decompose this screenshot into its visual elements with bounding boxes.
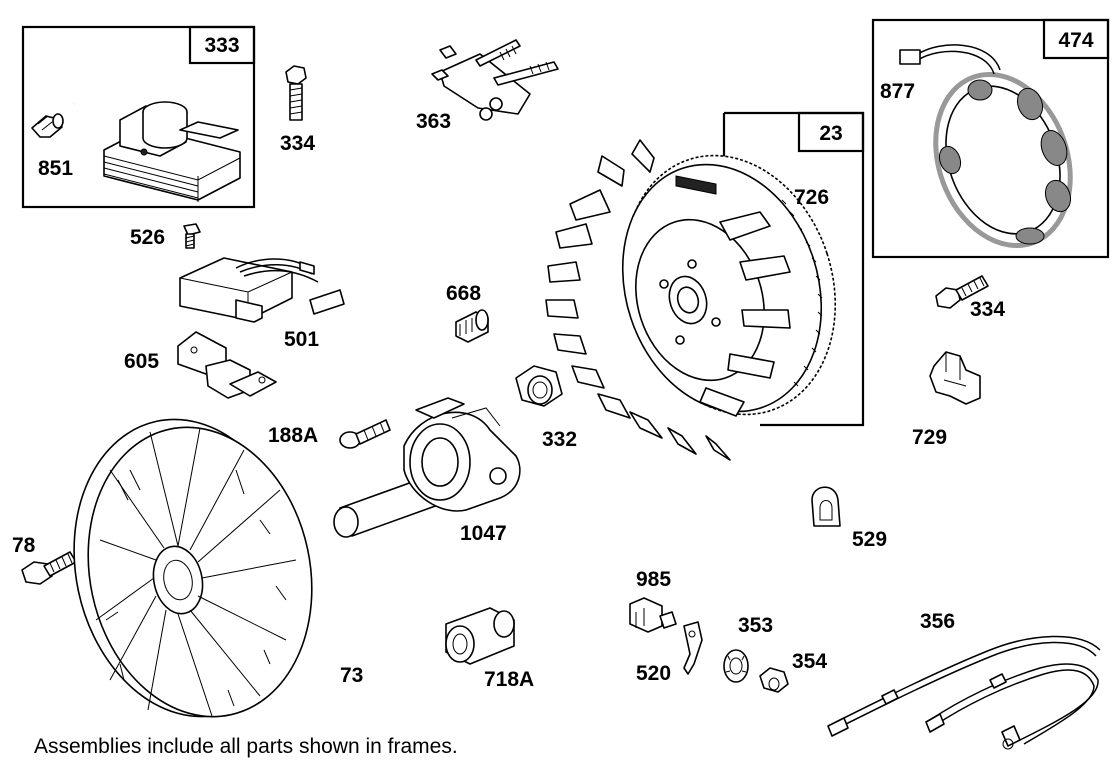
label-520: 520	[636, 662, 671, 685]
frame-474-tag	[1042, 18, 1110, 60]
frame-474: 474	[871, 18, 1110, 259]
part-985-switch	[629, 597, 677, 633]
label-334-top: 334	[280, 132, 315, 155]
part-188a-screw	[339, 419, 391, 449]
label-985: 985	[636, 568, 671, 591]
part-356-harness	[827, 635, 1101, 750]
frame-333-tag	[188, 25, 256, 65]
part-851-spark-plug-boot	[31, 113, 64, 138]
label-332: 332	[542, 428, 577, 451]
label-1047: 1047	[460, 522, 507, 545]
part-334-bolt-right	[935, 275, 989, 309]
part-501-rectifier	[179, 257, 345, 323]
label-718a: 718A	[484, 668, 534, 691]
part-474-alternator	[899, 44, 1073, 249]
frame-474-border	[871, 18, 1110, 259]
part-529-grommet	[811, 486, 841, 527]
part-353-lockwasher	[723, 649, 749, 683]
part-526-screw	[183, 223, 201, 249]
part-354-nut	[759, 667, 789, 693]
frame-333-border	[21, 25, 256, 209]
label-353: 353	[738, 614, 773, 637]
part-726-flywheel	[545, 139, 837, 461]
label-501: 501	[284, 328, 319, 351]
frame-23-tag	[797, 111, 865, 153]
footnote: Assemblies include all parts shown in fr…	[34, 735, 458, 758]
label-474: 474	[1058, 29, 1093, 52]
label-729: 729	[912, 426, 947, 449]
label-526: 526	[130, 226, 165, 249]
frame-333: 333	[21, 25, 256, 209]
part-363-bracket	[431, 39, 559, 121]
label-668: 668	[446, 282, 481, 305]
label-333: 333	[204, 34, 239, 57]
part-668-screw	[455, 309, 489, 343]
frame-23-border	[724, 111, 865, 427]
label-851: 851	[38, 157, 73, 180]
part-333-armature	[72, 28, 241, 202]
label-23: 23	[819, 122, 842, 145]
part-520-terminal	[683, 621, 703, 675]
label-354: 354	[792, 650, 827, 673]
part-729-clip	[929, 351, 981, 405]
part-1047-starter	[333, 397, 521, 538]
label-188a: 188A	[268, 424, 318, 447]
part-718a-sleeve	[445, 607, 515, 665]
label-605: 605	[124, 350, 159, 373]
part-605-bracket	[177, 331, 277, 399]
part-73-screen	[73, 418, 313, 718]
part-334-bolt-top	[285, 65, 307, 121]
label-73: 73	[340, 664, 363, 687]
frame-23: 23	[722, 111, 865, 427]
label-726: 726	[794, 186, 829, 209]
label-78: 78	[12, 534, 36, 557]
part-332-nut	[515, 365, 563, 407]
label-334-right: 334	[970, 298, 1005, 321]
label-877: 877	[880, 80, 915, 103]
label-356: 356	[920, 610, 955, 633]
label-529: 529	[852, 528, 887, 551]
label-363: 363	[416, 110, 451, 133]
